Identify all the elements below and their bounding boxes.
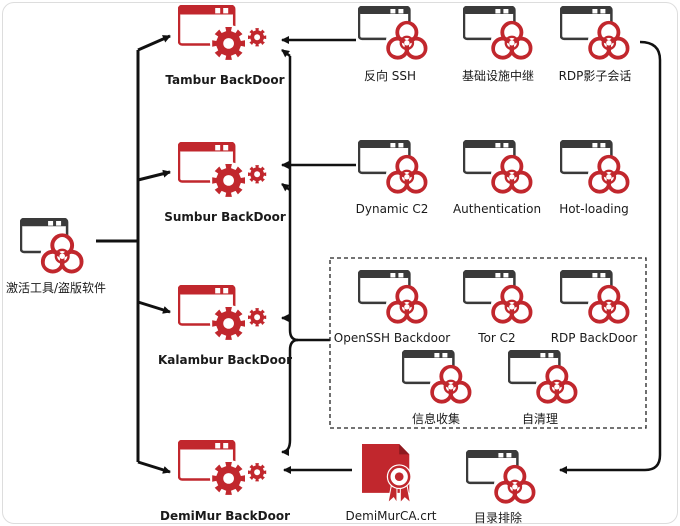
feature-node-rdp-shadow	[559, 5, 630, 68]
certificate-label: DemiMurCA.crt	[345, 509, 437, 523]
biohazard-window-icon	[357, 5, 428, 64]
certificate-icon	[362, 444, 412, 505]
biohazard-window-icon	[462, 5, 533, 64]
source-node	[19, 217, 84, 282]
feature-node-self-clean	[507, 349, 578, 412]
feature-label-info-collect: 信息收集	[411, 412, 461, 426]
backdoor-label-demimur: DemiMur BackDoor	[159, 509, 291, 523]
feature-label-rdp-shadow: RDP影子会话	[558, 69, 632, 83]
biohazard-window-icon	[462, 139, 533, 198]
source-label: 激活工具/盗版软件	[5, 281, 107, 295]
feature-node-authentication	[462, 139, 533, 202]
backdoor-node-sumbur	[177, 141, 270, 208]
feature-label-authentication: Authentication	[452, 202, 542, 216]
feature-label-openssh-backdoor: OpenSSH Backdoor	[333, 331, 451, 345]
backdoor-node-demimur	[177, 439, 270, 506]
biohazard-window-icon	[559, 269, 630, 328]
rdp-shadow-loop-connector	[559, 40, 662, 474]
feature-label-rdp-backdoor: RDP BackDoor	[550, 331, 638, 345]
feature-node-rdp-backdoor	[559, 269, 630, 332]
feature-label-dir-exclusion: 目录排除	[473, 511, 523, 525]
feature-node-dynamic-c2	[357, 139, 428, 202]
feature-node-infra-relay	[462, 5, 533, 68]
feature-node-hot-loading	[559, 139, 630, 202]
gear-window-icon	[177, 141, 267, 200]
biohazard-window-icon	[357, 269, 428, 328]
group-connector	[281, 49, 330, 456]
gear-window-icon	[177, 439, 267, 498]
feature-label-hot-loading: Hot-loading	[559, 202, 629, 216]
biohazard-window-icon	[559, 5, 630, 64]
feature-node-dir-exclusion	[465, 449, 536, 512]
feature-label-tor-c2: Tor C2	[478, 331, 516, 345]
biohazard-window-icon	[462, 269, 533, 328]
feature-node-tor-c2	[462, 269, 533, 332]
feature-label-reverse-ssh: 反向 SSH	[363, 69, 417, 83]
backdoor-label-tambur: Tambur BackDoor	[165, 73, 285, 87]
backdoor-label-sumbur: Sumbur BackDoor	[164, 210, 286, 224]
feature-node-info-collect	[401, 349, 472, 412]
certificate-node	[360, 442, 416, 508]
gear-window-icon	[177, 4, 267, 63]
backdoor-node-kalambur	[177, 284, 270, 351]
biohazard-window-icon	[465, 449, 536, 508]
biohazard-window-icon	[357, 139, 428, 198]
backdoor-node-tambur	[177, 4, 270, 71]
feature-label-infra-relay: 基础设施中继	[461, 69, 535, 83]
biohazard-window-icon	[19, 217, 84, 278]
gear-window-icon	[177, 284, 267, 343]
feature-label-self-clean: 自清理	[521, 412, 559, 426]
biohazard-window-icon	[507, 349, 578, 408]
biohazard-window-icon	[559, 139, 630, 198]
module-group-box	[329, 257, 647, 429]
feature-label-dynamic-c2: Dynamic C2	[355, 202, 429, 216]
backdoor-label-kalambur: Kalambur BackDoor	[157, 353, 293, 367]
feature-node-reverse-ssh	[357, 5, 428, 68]
source-to-backdoors-connector	[96, 34, 171, 474]
feature-node-openssh-backdoor	[357, 269, 428, 332]
biohazard-window-icon	[401, 349, 472, 408]
